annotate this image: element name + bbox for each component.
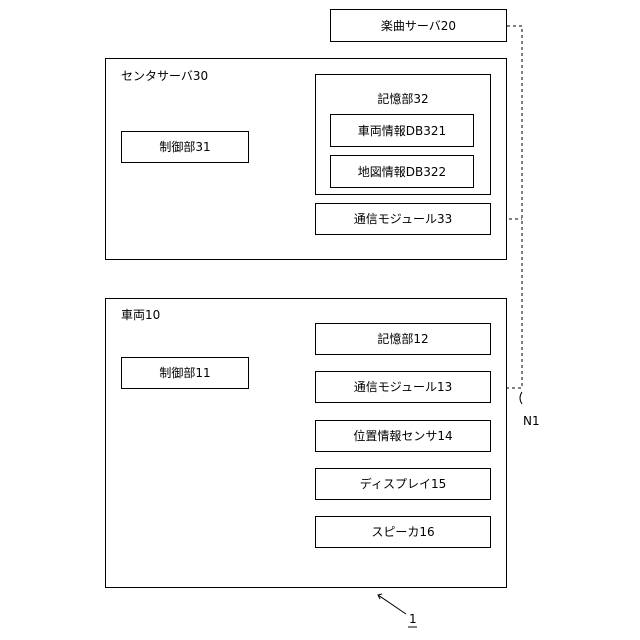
vehicle-control-label: 制御部11: [121, 357, 249, 389]
map-info-db-label: 地図情報DB322: [330, 155, 474, 188]
center-control-label: 制御部31: [121, 131, 249, 163]
system-label: 1: [409, 612, 417, 626]
center-storage-title: 記憶部32: [315, 92, 491, 106]
position-sensor-label: 位置情報センサ14: [315, 420, 491, 452]
network-label: N1: [523, 414, 540, 428]
vehicle-comm-label: 通信モジュール13: [315, 371, 491, 403]
vehicle-title: 車両10: [121, 308, 160, 322]
center-server-title: センタサーバ30: [121, 69, 208, 83]
display-label: ディスプレイ15: [315, 468, 491, 500]
n1-leader-line: [520, 392, 522, 404]
center-comm-label: 通信モジュール33: [315, 203, 491, 235]
music-server-label: 楽曲サーバ20: [330, 9, 507, 42]
speaker-label: スピーカ16: [315, 516, 491, 548]
vehicle-info-db-label: 車両情報DB321: [330, 114, 474, 147]
vehicle-storage-label: 記憶部12: [315, 323, 491, 355]
system-arrow-line: [378, 595, 406, 614]
